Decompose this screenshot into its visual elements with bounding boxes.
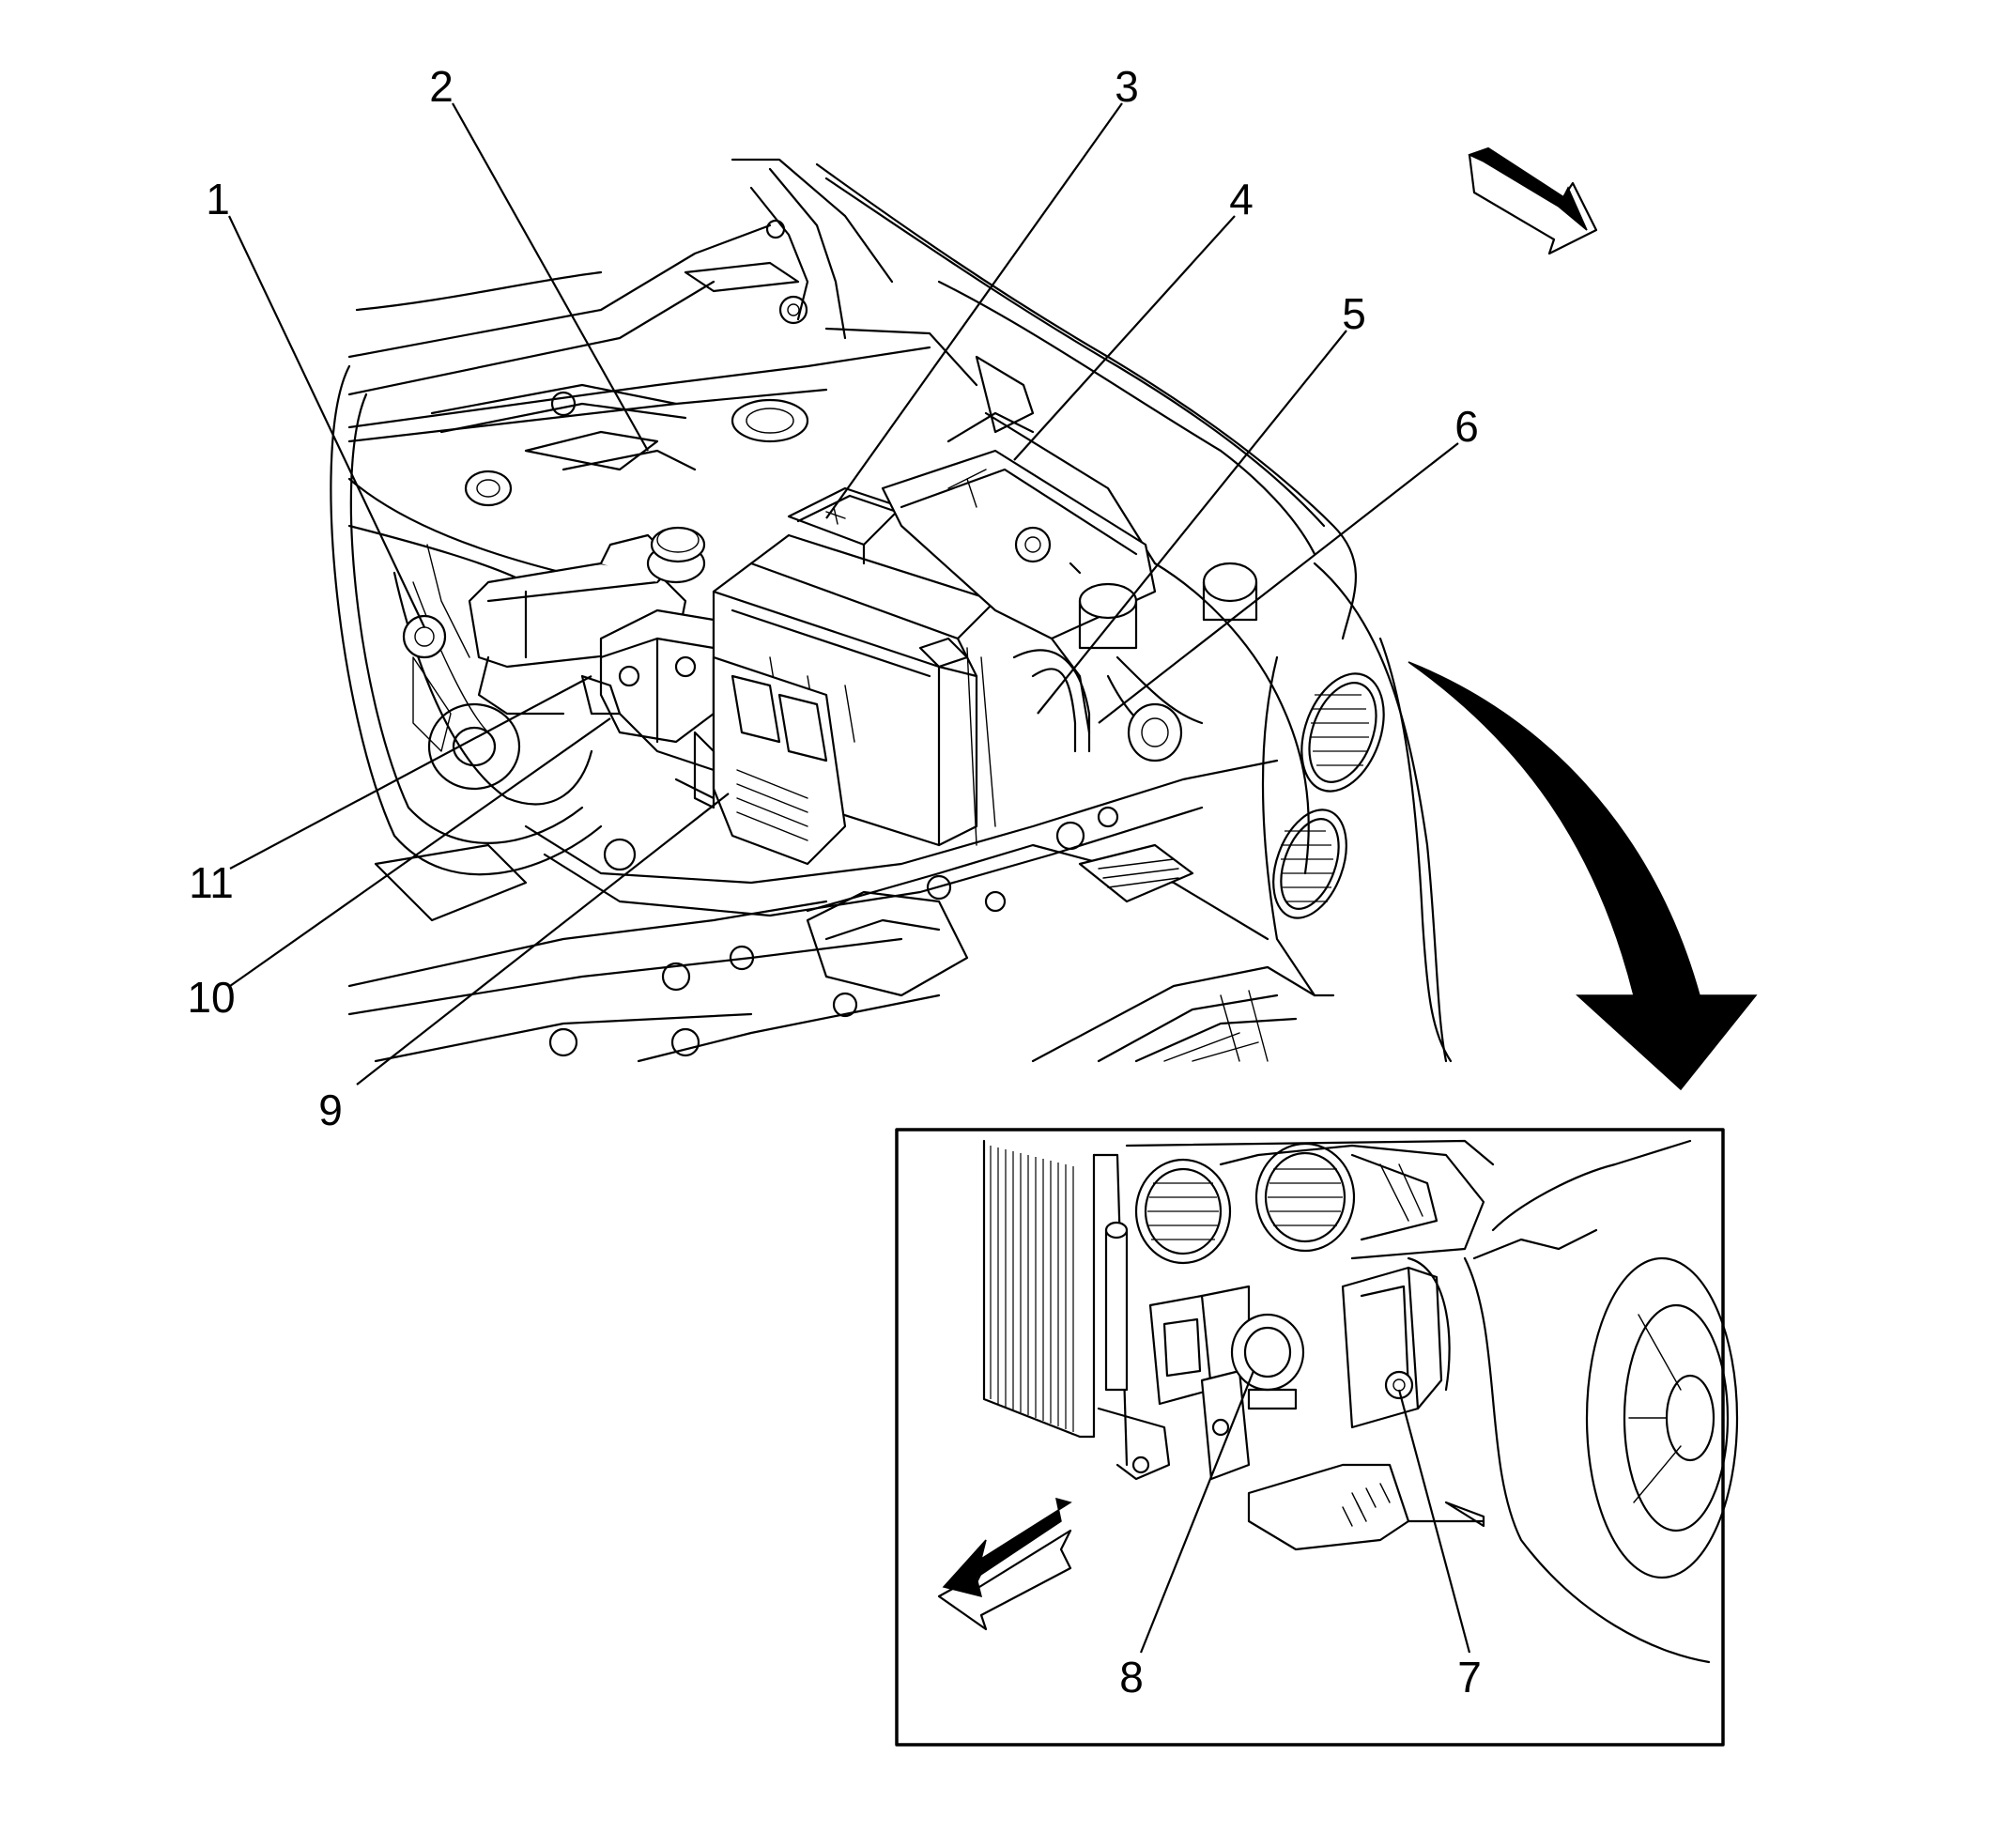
arrow-pointing-front-icon — [937, 1497, 1072, 1631]
callout-8: 8 — [1119, 1653, 1144, 1702]
headlamp-hatching — [1281, 694, 1369, 902]
abs-module — [580, 608, 715, 772]
inset-fender-and-wheel — [1444, 1139, 1739, 1664]
callout-7: 7 — [1457, 1653, 1482, 1702]
horn — [1230, 1313, 1305, 1410]
callout-6: 6 — [1454, 402, 1479, 451]
callout-leaders — [228, 102, 1471, 1654]
callout-3: 3 — [1115, 62, 1139, 111]
inset-headlamp-hatching — [1147, 1168, 1343, 1240]
callout-9: 9 — [318, 1086, 343, 1134]
arrow-pointing-front-icon — [1468, 146, 1598, 255]
left-front-wheel — [330, 364, 603, 876]
horn-bracket — [1148, 1285, 1251, 1481]
condenser — [982, 1139, 1171, 1481]
headlamp-assembly — [1261, 655, 1385, 997]
callout-10: 10 — [187, 973, 235, 1022]
hood-and-fender-outline — [815, 162, 1453, 1063]
front-grille — [806, 843, 1316, 1063]
inset-detail-view — [895, 1128, 1739, 1747]
callout-numbers: 1 2 3 4 5 6 7 8 9 10 11 — [187, 62, 1481, 1702]
ambient-sensor-bracket — [1341, 1256, 1451, 1429]
cowl-panel — [347, 158, 978, 584]
main-engine-view — [330, 146, 1758, 1091]
callout-11: 11 — [189, 858, 234, 907]
curved-view-arrow-icon — [1408, 661, 1758, 1091]
condenser-fins — [990, 1146, 1074, 1432]
callout-4: 4 — [1229, 175, 1254, 223]
engine-control-module — [674, 655, 847, 866]
callout-5: 5 — [1342, 289, 1366, 338]
callout-2: 2 — [429, 62, 454, 111]
radiator-support — [347, 759, 1279, 1063]
inset-headlamp-housings — [1125, 1139, 1495, 1265]
lower-air-deflector — [1247, 1463, 1485, 1551]
callout-1: 1 — [206, 175, 230, 223]
